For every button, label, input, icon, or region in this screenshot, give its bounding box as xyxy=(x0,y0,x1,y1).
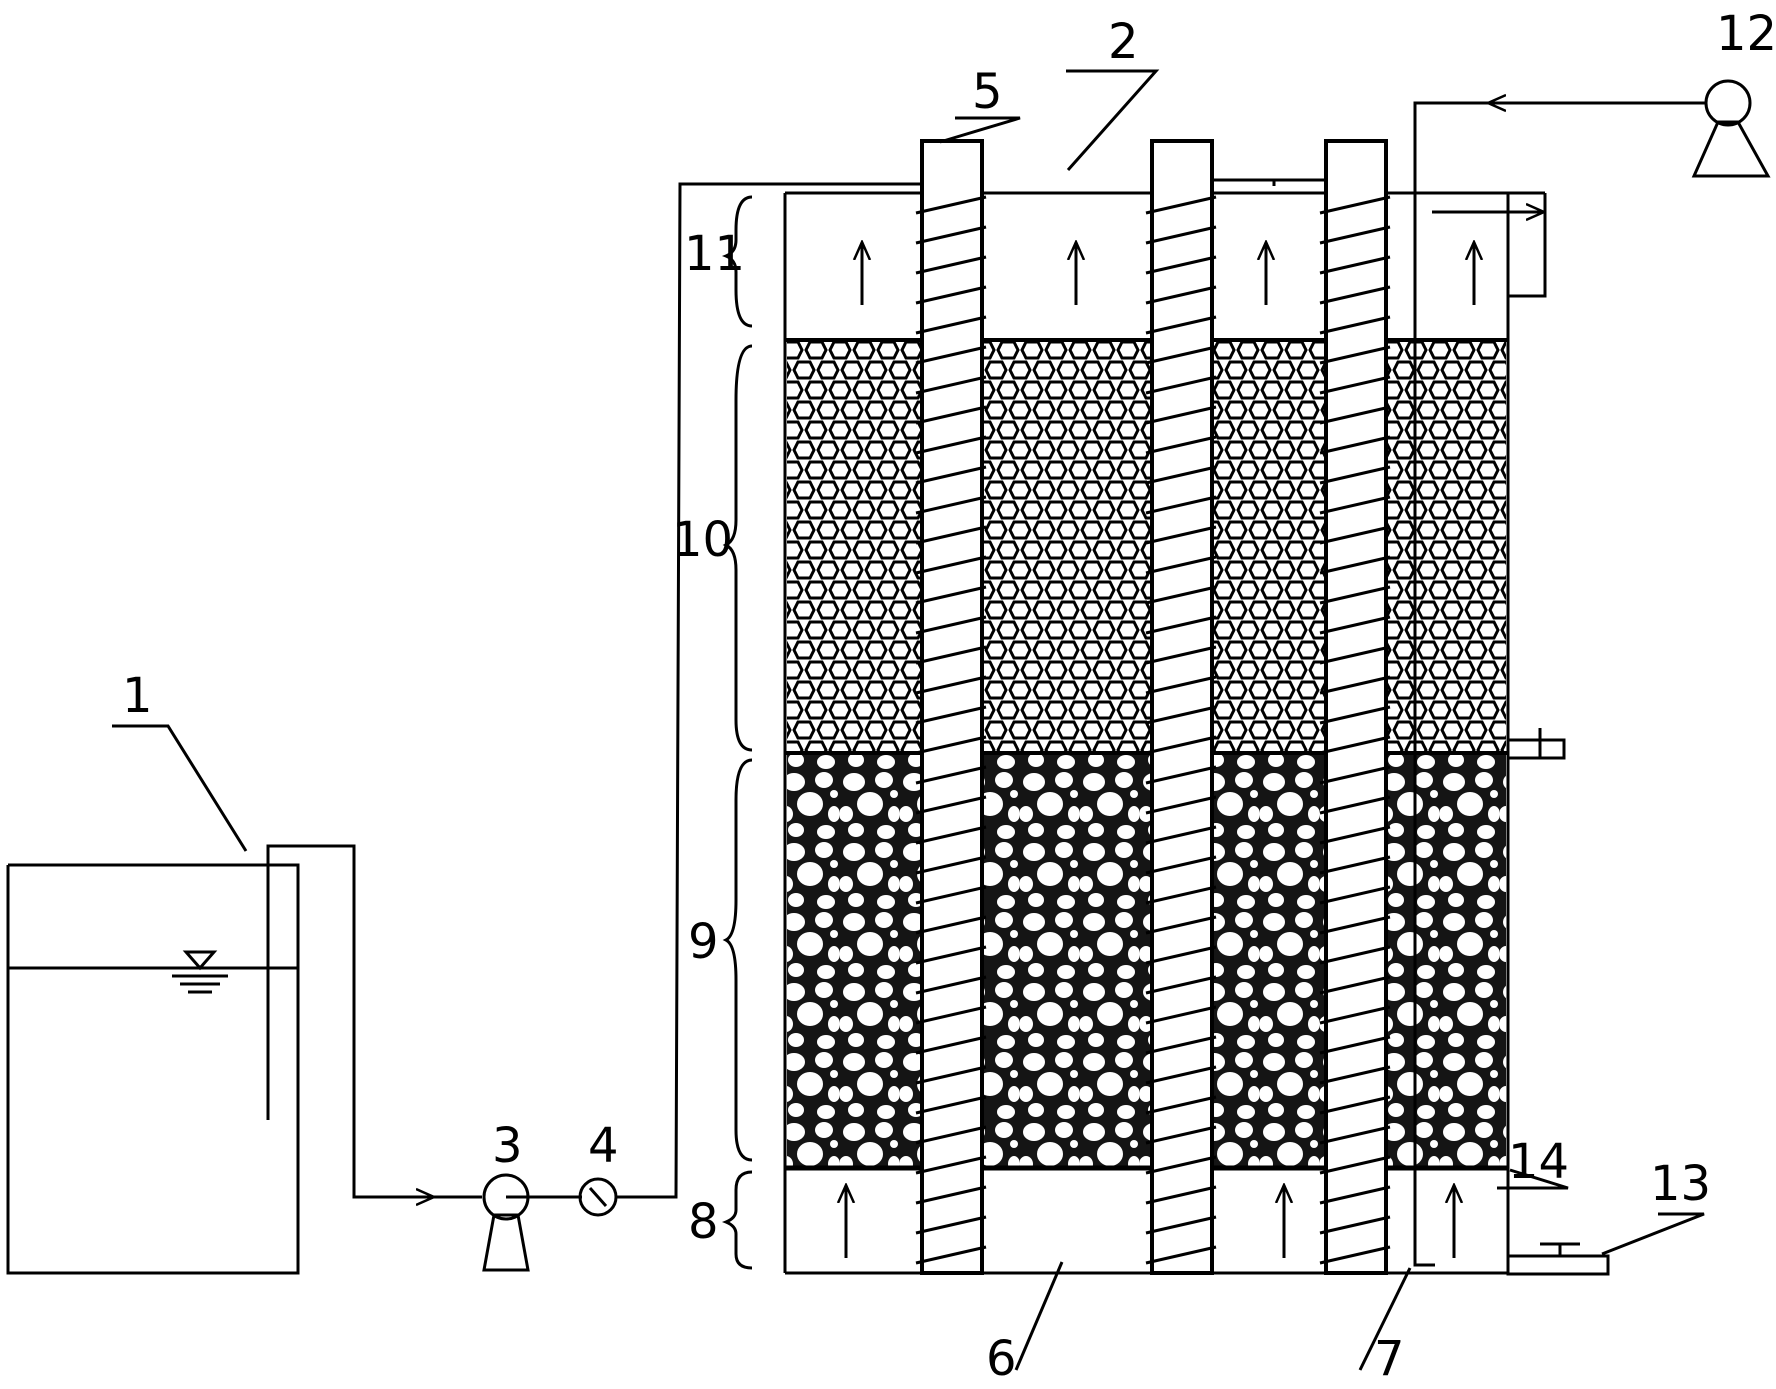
electrode-pipe-1 xyxy=(915,139,987,1275)
zone-braces xyxy=(721,195,753,1270)
label-6: 6 xyxy=(986,1331,1017,1384)
side-sampling-port xyxy=(1506,728,1566,760)
drain-valve xyxy=(1506,1242,1610,1276)
electrode-pipe-3 xyxy=(1319,139,1391,1275)
label-14: 14 xyxy=(1508,1134,1569,1190)
feed-tank xyxy=(6,863,300,1275)
flow-arrows xyxy=(846,242,1474,1258)
feed-pump xyxy=(482,1173,530,1272)
label-3: 3 xyxy=(492,1118,523,1174)
label-12: 12 xyxy=(1716,6,1776,62)
lower-media-layer xyxy=(787,753,1506,1168)
label-8: 8 xyxy=(688,1194,719,1250)
label-2: 2 xyxy=(1108,14,1139,70)
label-7: 7 xyxy=(1374,1331,1405,1384)
intake-pipe xyxy=(266,844,482,1197)
electrode-pipe-2 xyxy=(1145,139,1217,1275)
electrode-pipes xyxy=(915,139,1391,1275)
callout-labels: 1 2 3 4 5 6 7 8 9 10 11 12 13 14 xyxy=(122,6,1776,1387)
label-13: 13 xyxy=(1650,1156,1711,1212)
air-pump xyxy=(1413,79,1771,1267)
flow-meter xyxy=(530,182,920,1217)
label-1: 1 xyxy=(122,668,153,724)
upper-media-layer xyxy=(787,340,1506,753)
label-4: 4 xyxy=(588,1118,619,1174)
label-9: 9 xyxy=(688,914,719,970)
label-10: 10 xyxy=(672,512,733,568)
label-11: 11 xyxy=(684,226,745,282)
label-5: 5 xyxy=(972,64,1003,120)
leader-lines xyxy=(112,69,1705,1371)
